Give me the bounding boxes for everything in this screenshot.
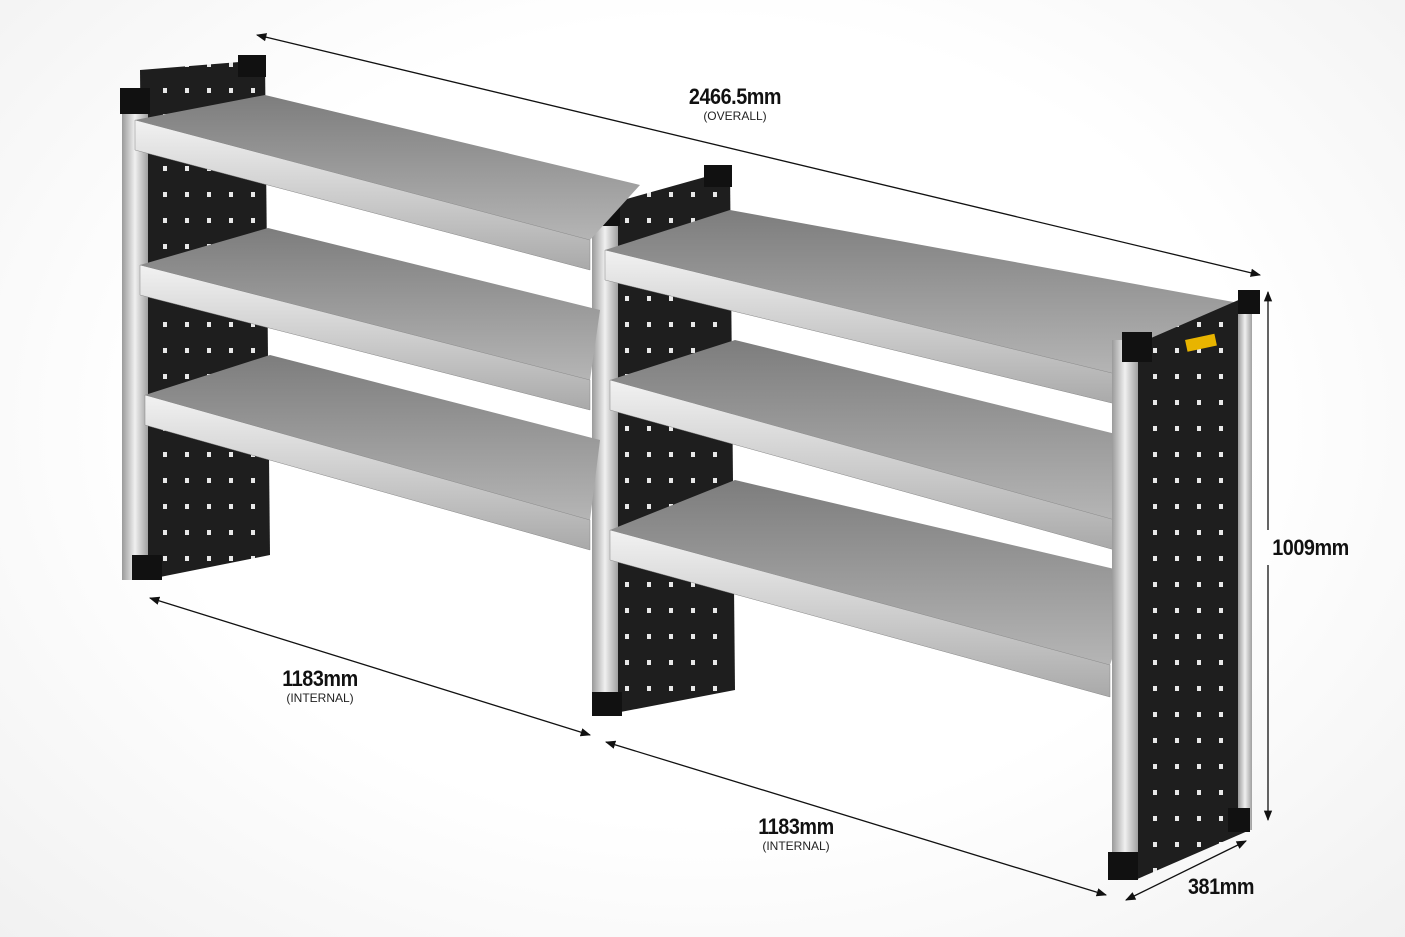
right-bay-dimension-line (605, 740, 1107, 897)
right-bay-shelves (604, 210, 1250, 698)
height-dimension-label: 1009mm (1258, 537, 1363, 559)
overall-dimension-line (255, 33, 1262, 277)
left-bay-dimension-label: 1183mm (INTERNAL) (250, 666, 390, 705)
height-value: 1009mm (1272, 535, 1349, 560)
depth-dimension-label: 381mm (1176, 876, 1266, 898)
depth-value: 381mm (1187, 874, 1255, 899)
overall-dimension-label: 2466.5mm (OVERALL) (660, 84, 810, 123)
overall-value: 2466.5mm (688, 84, 782, 109)
left-bay-dimension-line (149, 596, 591, 737)
right-bay-note: (INTERNAL) (762, 839, 830, 853)
right-bay-dimension-label: 1183mm (INTERNAL) (726, 814, 866, 853)
overall-note: (OVERALL) (703, 109, 767, 123)
right-bay-value: 1183mm (758, 814, 834, 839)
depth-dimension-line (1125, 840, 1247, 901)
right-end-panel (1108, 290, 1260, 880)
left-bay-note: (INTERNAL) (286, 691, 354, 705)
brand-logo (1185, 333, 1217, 352)
left-bay-value: 1183mm (282, 666, 358, 691)
